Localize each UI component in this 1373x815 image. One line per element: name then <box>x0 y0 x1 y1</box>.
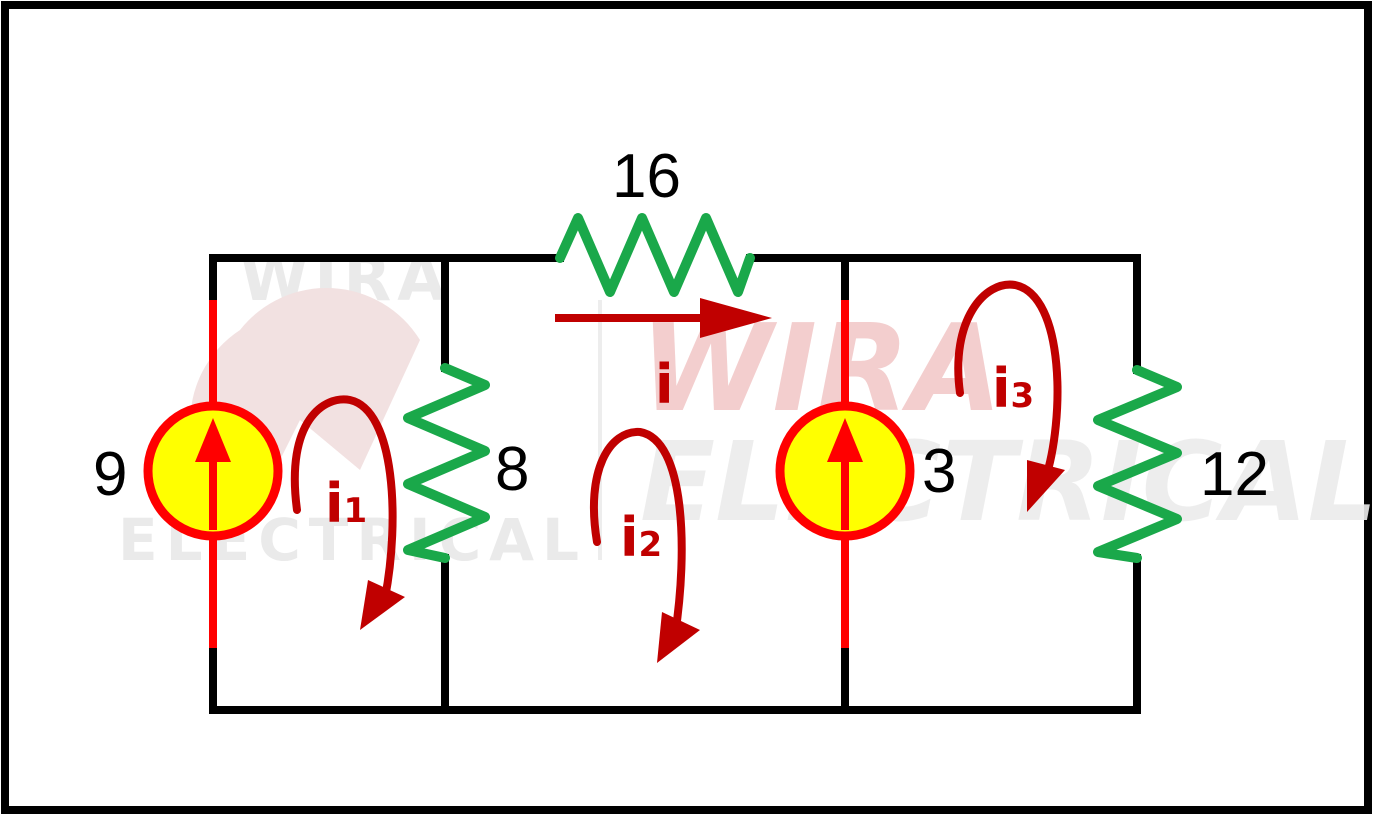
resistor-8-value: 8 <box>495 435 529 504</box>
right-arrow-icon <box>700 298 772 338</box>
wires <box>209 254 1141 714</box>
curved-arrow-icon-mesh3 <box>954 280 1062 484</box>
current-source-right <box>775 401 915 541</box>
mesh-arrowheads <box>360 460 1065 663</box>
source-arrow-icon <box>195 418 231 462</box>
source-arrow-icon <box>827 418 863 462</box>
source-left-value: 9 <box>93 440 127 509</box>
source-right-value: 3 <box>922 437 956 506</box>
watermark-right-bottom: ELECTRICAL <box>640 418 1373 546</box>
branch-current-label: i <box>655 353 674 416</box>
mesh2-label: i2 <box>620 506 662 569</box>
curved-arrow-icon-mesh1 <box>290 395 397 602</box>
resistor-icon-12 <box>1093 365 1182 563</box>
resistor-12-value: 12 <box>1200 440 1269 509</box>
mesh-arrows <box>290 280 1062 639</box>
current-source-left <box>143 401 283 541</box>
mesh3-label: i3 <box>992 357 1034 420</box>
resistors <box>403 213 1182 563</box>
curved-arrow-icon-mesh2 <box>589 427 686 639</box>
mesh1-label: i1 <box>325 472 367 535</box>
branch-current-arrow <box>555 298 772 338</box>
resistor-icon-8 <box>403 363 490 563</box>
resistor-16-value: 16 <box>612 142 681 211</box>
resistor-icon-top <box>555 213 755 297</box>
wire-top-right <box>746 254 1141 374</box>
